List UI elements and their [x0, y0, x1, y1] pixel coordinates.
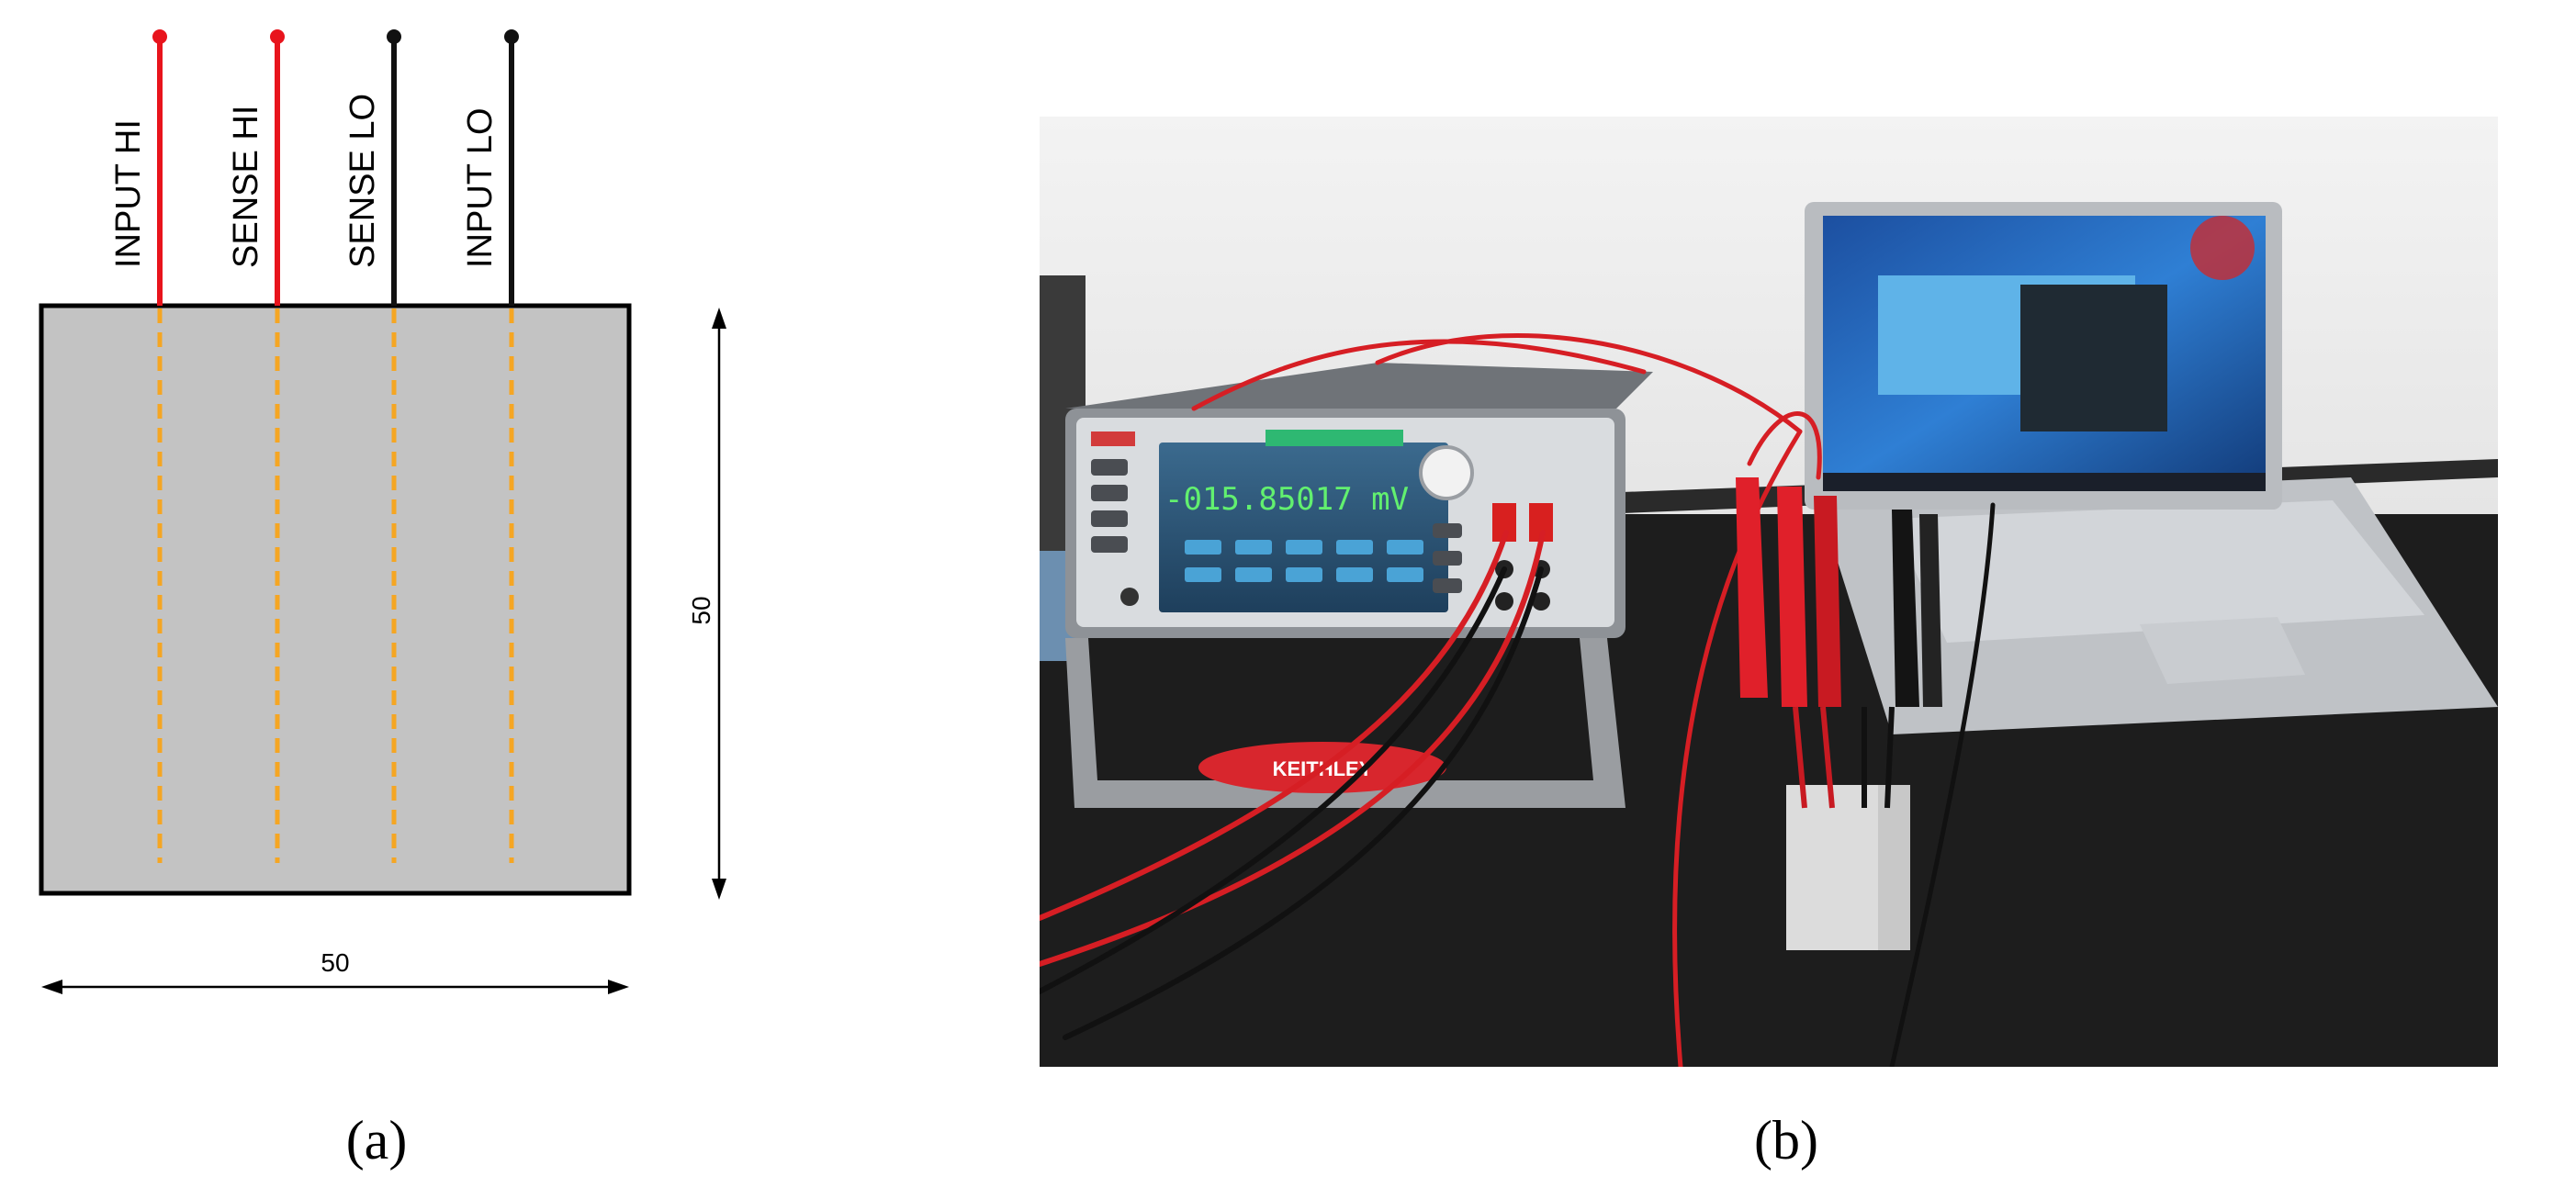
screen-wallpaper-accent	[2190, 216, 2255, 280]
black-lead-laptop	[1889, 502, 1996, 1067]
black-probe-clip-2	[1919, 514, 1942, 707]
red-lead-to-clips	[1672, 429, 1803, 1067]
electrode-lead-1	[1793, 706, 1807, 809]
black-lead-1	[1040, 566, 1507, 994]
width-arrow-right	[608, 980, 629, 994]
panel-b-photo: -015.85017 mV	[1040, 117, 2498, 1067]
panel-b-caption: (b)	[1754, 1110, 1818, 1171]
red-lead-top	[1191, 339, 1647, 411]
probe-assembly	[1736, 477, 1942, 950]
terminal-label-input-lo: INPUT LO	[461, 107, 500, 268]
meter-brand-badge	[1091, 431, 1135, 446]
black-probe-clip-1	[1892, 510, 1919, 707]
terminal-label-input-hi: INPUT HI	[109, 119, 148, 268]
electrode-lead-2	[1820, 706, 1835, 809]
terminal-dot-sense-lo	[387, 29, 401, 44]
panel-a-caption: (a)	[346, 1110, 408, 1171]
meter-display	[1159, 443, 1448, 612]
meter-knob	[1419, 445, 1474, 500]
height-dimension-label: 50	[687, 596, 715, 624]
terminal-label-sense-hi: SENSE HI	[227, 106, 265, 268]
specimen-block	[39, 303, 632, 896]
red-probe-clip-1	[1736, 477, 1768, 698]
height-arrow-bottom	[712, 879, 726, 900]
screen-taskbar	[1823, 473, 2266, 491]
terminal-label-sense-lo: SENSE LO	[343, 94, 382, 268]
concrete-specimen-shade	[1878, 785, 1910, 950]
width-arrow-left	[41, 980, 62, 994]
meter-display-header	[1266, 430, 1403, 446]
width-dimension-label: 50	[321, 948, 349, 977]
meter-usb-port	[1120, 588, 1139, 606]
digital-multimeter: -015.85017 mV	[1065, 363, 1653, 808]
red-lead-1	[1040, 530, 1509, 921]
meter-softkeys	[1185, 540, 1423, 582]
test-leads	[1040, 332, 1996, 1067]
terminal-dot-input-hi	[152, 29, 167, 44]
red-lead-top-2	[1375, 332, 1803, 434]
terminal-dot-input-lo	[504, 29, 519, 44]
laptop-touchpad	[2140, 617, 2305, 684]
laptop-keyboard	[1892, 500, 2424, 643]
red-probe-clip-2	[1777, 487, 1807, 707]
laptop	[1805, 202, 2498, 734]
red-probe-clip-3	[1814, 496, 1841, 707]
height-arrow-top	[712, 308, 726, 329]
panel-a-schematic: INPUT HI SENSE HI SENSE LO INPUT LO 50 5…	[39, 29, 726, 1171]
terminal-dot-sense-hi	[270, 29, 285, 44]
electrode-lead-4	[1884, 706, 1895, 809]
meter-side-buttons	[1091, 459, 1462, 593]
red-lead-arc	[1747, 411, 1822, 480]
meter-reading: -015.85017 mV	[1164, 481, 1409, 518]
screen-terminal	[2020, 285, 2167, 431]
black-lead-2	[1063, 566, 1544, 1040]
meter-stand	[1065, 638, 1625, 808]
